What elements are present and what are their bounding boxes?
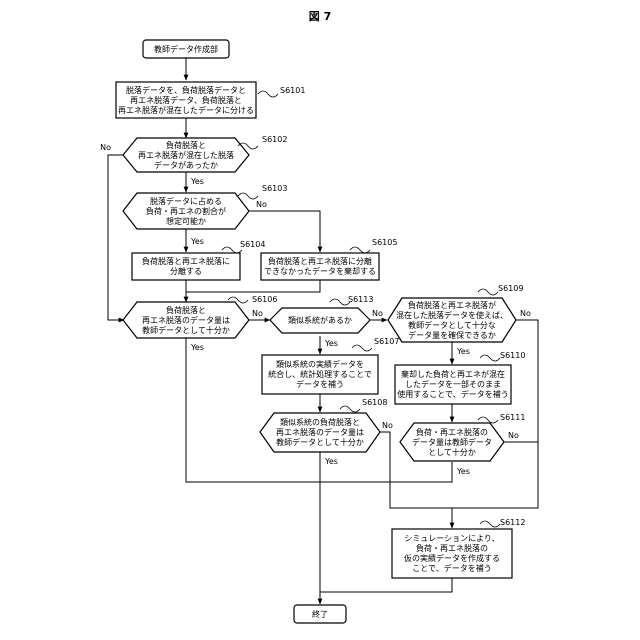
text-line: 混在した脱落データを使えば、	[396, 310, 508, 320]
label-6106-no: No	[252, 309, 263, 318]
step-s6113: S6113	[348, 295, 373, 304]
text-line: 教師データとして十分か	[276, 437, 364, 447]
text-line: 再エネ脱落データ、負荷脱落と	[130, 95, 242, 105]
text-line: シミュレーションにより、	[404, 534, 499, 543]
node-s6113: 類似系統があるか S6113	[270, 295, 373, 333]
edge-6111-yes	[320, 462, 452, 482]
step-s6102: S6102	[262, 135, 287, 144]
text-line: 再エネ脱落のデータ量は	[276, 427, 364, 437]
step-s6108: S6108	[362, 398, 387, 407]
text-line: 仮の実績データを作成する	[404, 553, 500, 563]
label-6111-no: No	[508, 431, 519, 440]
text-line: 負荷脱落と	[166, 305, 206, 315]
step-s6109: S6109	[498, 284, 523, 293]
step-s6106: S6106	[252, 295, 277, 304]
node-s6109: 負荷脱落と再エネ脱落が混在した脱落データを使えば、教師データとして十分なデータ量…	[388, 284, 523, 342]
text-line: 教師データとして十分か	[142, 325, 230, 335]
figure-title: 図 7	[309, 9, 331, 23]
node-s6112-text: シミュレーションにより、負荷・再エネ脱落の仮の実績データを作成することで、データ…	[404, 534, 500, 573]
text-line: データ量を確保できるか	[408, 330, 496, 340]
node-s6110: 棄却した負荷と再エネが混在したデータを一部そのまま使用することで、データを補う …	[395, 351, 525, 404]
node-s6102: 負荷脱落と再エネ脱落が混在した脱落データがあったか S6102	[123, 135, 287, 172]
step-s6104: S6104	[240, 240, 265, 249]
step-s6105: S6105	[372, 238, 397, 247]
node-s6101: 脱落データを、負荷脱落データと再エネ脱落データ、負荷脱落と再エネ脱落が混在したデ…	[116, 82, 305, 118]
text-line: データを補う	[296, 379, 344, 389]
text-line: 終了	[312, 609, 328, 619]
node-start: 教師データ作成部	[143, 40, 229, 58]
text-line: データ量は教師データ	[412, 437, 492, 447]
text-line: として十分か	[428, 447, 476, 457]
label-6102-yes: Yes	[190, 177, 204, 186]
edge-6102-no-6106	[108, 155, 124, 320]
text-line: 類似系統の負荷脱落と	[280, 417, 360, 427]
label-6109-yes: Yes	[456, 347, 470, 356]
label-6102-no: No	[100, 143, 111, 152]
label-6111-yes: Yes	[456, 467, 470, 476]
text-line: 脱落データに占める	[150, 196, 222, 206]
node-start-text: 教師データ作成部	[154, 44, 218, 54]
label-6108-yes: Yes	[324, 457, 338, 466]
text-line: 負荷・再エネの割合が	[146, 206, 226, 216]
text-line: 教師データ作成部	[154, 44, 218, 54]
text-line: 使用することで、データを補う	[397, 389, 508, 399]
node-s6104: 負荷脱落と再エネ脱落に分離する S6104	[132, 240, 265, 280]
text-line: ことで、データを補う	[412, 563, 491, 573]
label-6113-no: No	[372, 309, 383, 318]
text-line: 想定可能か	[166, 216, 206, 226]
text-line: 負荷・再エネ脱落の	[416, 427, 488, 437]
edge-6105-join	[186, 280, 320, 292]
text-line: 負荷脱落と再エネ脱落に分離	[268, 256, 372, 266]
text-line: 教師データとして十分な	[408, 320, 496, 330]
text-line: データがあったか	[154, 160, 218, 170]
step-s6112: S6112	[500, 518, 525, 527]
text-line: 負荷脱落と再エネ脱落が	[408, 300, 496, 310]
text-line: 再エネ脱落が混在した脱落	[138, 150, 234, 160]
text-line: 統合し、統計処理することで	[268, 369, 372, 379]
step-s6110: S6110	[500, 351, 525, 360]
label-6109-no: No	[520, 309, 531, 318]
label-6103-yes: Yes	[190, 237, 204, 246]
text-line: 棄却した負荷と再エネが混在	[401, 369, 505, 379]
node-s6113-text: 類似系統があるか	[288, 315, 352, 325]
text-line: 分離する	[170, 266, 202, 276]
step-s6101: S6101	[280, 86, 305, 95]
edge-6112-end	[320, 578, 452, 592]
text-line: 再エネ脱落のデータ量は	[142, 315, 230, 325]
label-6113-yes: Yes	[324, 339, 338, 348]
text-line: したデータを一部そのまま	[405, 379, 501, 389]
node-end-text: 終了	[312, 609, 328, 619]
label-6108-no: No	[382, 421, 393, 430]
node-s6105: 負荷脱落と再エネ脱落に分離できなかったデータを棄却する S6105	[261, 238, 397, 280]
node-s6110-text: 棄却した負荷と再エネが混在したデータを一部そのまま使用することで、データを補う	[397, 369, 508, 399]
text-line: 類似系統の実績データを	[276, 359, 364, 369]
text-line: 負荷・再エネ脱落の	[416, 543, 488, 553]
text-line: できなかったデータを棄却する	[264, 266, 376, 276]
label-6103-no: No	[256, 200, 267, 209]
text-line: 再エネ脱落が混在したデータに分ける	[118, 105, 254, 115]
text-line: 類似系統があるか	[288, 315, 352, 325]
label-6106-yes: Yes	[190, 343, 204, 352]
step-s6103: S6103	[262, 184, 287, 193]
text-line: 負荷脱落と	[166, 140, 206, 150]
node-s6101-text: 脱落データを、負荷脱落データと再エネ脱落データ、負荷脱落と再エネ脱落が混在したデ…	[118, 85, 254, 115]
node-s6111: 負荷・再エネ脱落のデータ量は教師データとして十分か S6111	[400, 413, 525, 461]
text-line: 脱落データを、負荷脱落データと	[126, 85, 246, 95]
step-s6111: S6111	[500, 413, 525, 422]
node-s6108-text: 類似系統の負荷脱落と再エネ脱落のデータ量は教師データとして十分か	[276, 417, 364, 447]
node-end: 終了	[294, 605, 346, 623]
text-line: 負荷脱落と再エネ脱落に	[142, 256, 230, 266]
node-s6108: 類似系統の負荷脱落と再エネ脱落のデータ量は教師データとして十分か S6108	[260, 398, 387, 452]
node-s6112: シミュレーションにより、負荷・再エネ脱落の仮の実績データを作成することで、データ…	[392, 518, 525, 578]
step-s6107: S6107	[374, 337, 399, 346]
